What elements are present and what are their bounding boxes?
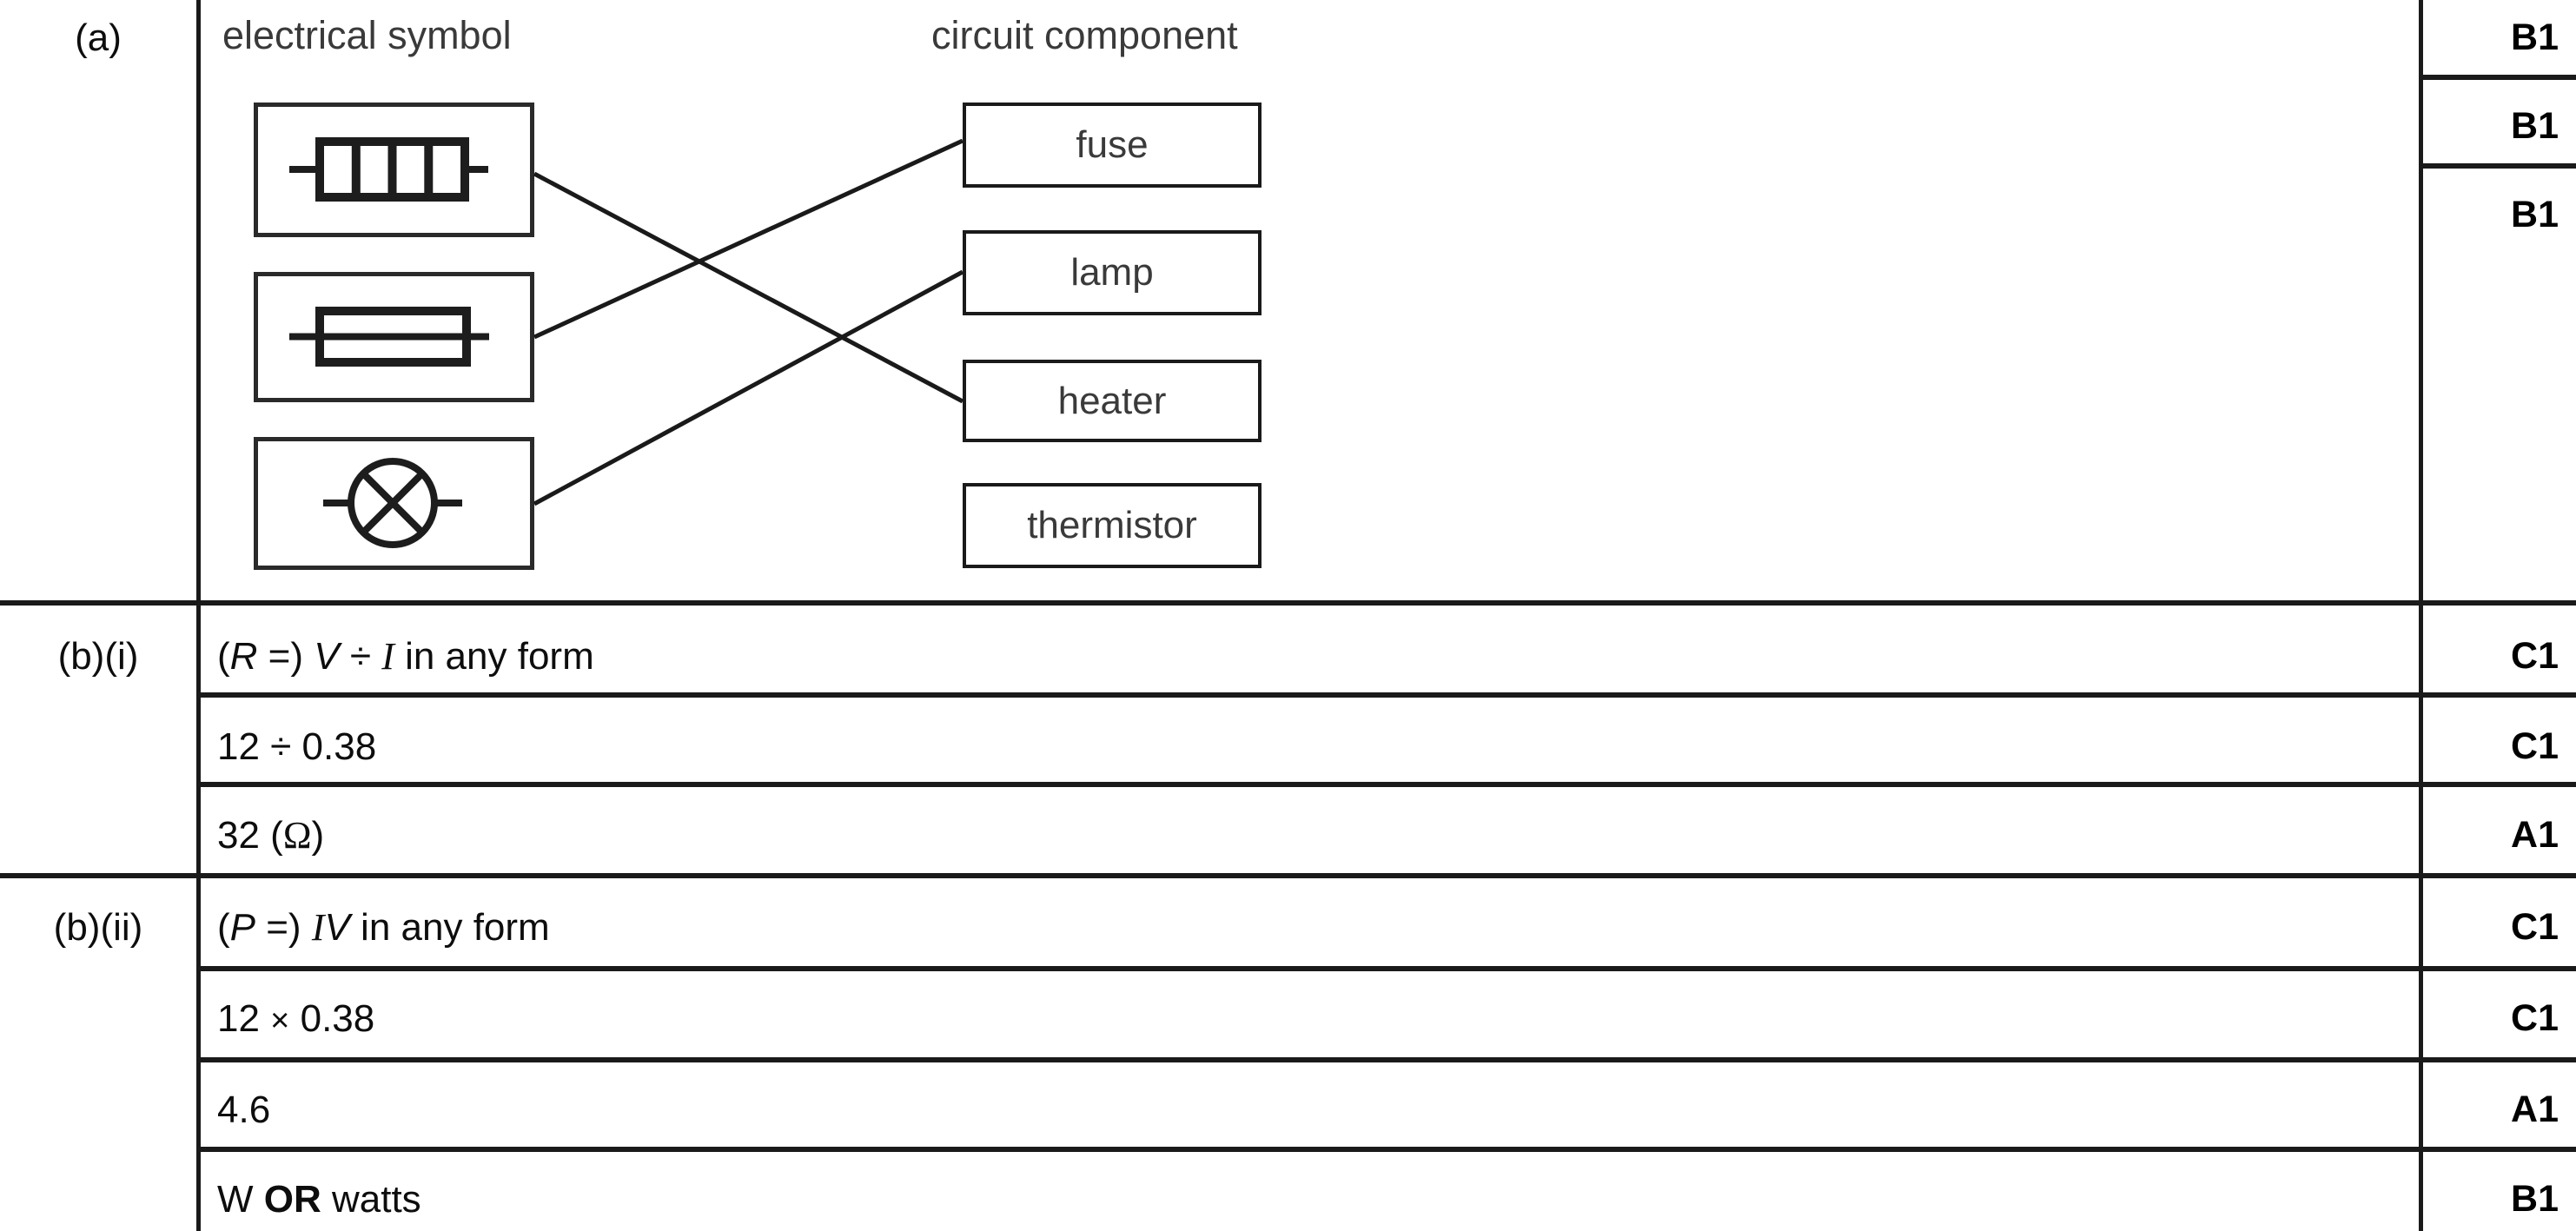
bii-row1-text: (P =) IV in any form: [217, 909, 550, 947]
mark-a-1: B1: [2511, 17, 2559, 58]
match-line-lamp-symbol-to-lamp: [533, 269, 964, 506]
formula-part: =): [257, 635, 315, 678]
row-a-bottom-border: [0, 600, 2576, 606]
mark-bii-2: C1: [2511, 997, 2559, 1039]
formula-part: =): [255, 906, 312, 949]
symbol-column-header: electrical symbol: [222, 13, 512, 57]
component-label-heater: heater: [1057, 379, 1167, 422]
working-value: 12: [217, 997, 271, 1040]
mark-a-3: B1: [2511, 194, 2559, 235]
row-bi-bottom-border: [0, 873, 2576, 878]
matching-diagram: [289, 137, 964, 548]
bi-row3-text: 32 (Ω): [217, 817, 324, 855]
multiply-sign: ×: [270, 1003, 290, 1039]
mark-bii-4: B1: [2511, 1178, 2559, 1220]
component-box-fuse: fuse: [963, 103, 1262, 188]
bii-subdivider-1: [196, 966, 2576, 971]
question-label-bi: (b)(i): [57, 635, 139, 678]
label-column-border: [196, 0, 201, 1231]
mark-bi-2: C1: [2511, 725, 2559, 767]
component-label-thermistor: thermistor: [1027, 504, 1197, 546]
bi-subdivider-2: [196, 782, 2576, 787]
marks-divider-a2: [2419, 163, 2576, 169]
answer-value: ): [311, 814, 325, 857]
or-keyword: OR: [263, 1178, 321, 1221]
symbol-V: V: [324, 906, 350, 949]
symbol-R: R: [229, 635, 258, 678]
component-box-lamp: lamp: [963, 230, 1262, 315]
component-box-heater: heater: [963, 360, 1262, 442]
symbol-P: P: [229, 906, 256, 949]
unit-part: W: [217, 1178, 264, 1221]
bii-subdivider-2: [196, 1057, 2576, 1062]
formula-part: in any form: [394, 635, 594, 678]
match-line-element-to-heater: [533, 171, 964, 404]
working-value: 0.38: [289, 997, 375, 1040]
mark-bi-3: A1: [2511, 814, 2559, 856]
bi-row2-text: 12 ÷ 0.38: [217, 728, 376, 766]
answer-value: 4.6: [217, 1089, 271, 1131]
omega-symbol: Ω: [282, 814, 312, 857]
bi-row1-text: (R =) V ÷ I in any form: [217, 638, 594, 676]
fuse-icon: [289, 307, 489, 367]
lamp-icon: [323, 458, 462, 548]
symbol-I: I: [311, 906, 325, 949]
mark-bii-1: C1: [2511, 906, 2559, 948]
bi-subdivider-1: [196, 692, 2576, 698]
component-column-header: circuit component: [931, 13, 1238, 57]
bii-row4-text: W OR watts: [217, 1181, 421, 1219]
marks-divider-a1: [2419, 75, 2576, 80]
divide-sign: ÷: [339, 635, 382, 678]
formula-part: in any form: [349, 906, 550, 949]
component-box-thermistor: thermistor: [963, 483, 1262, 568]
formula-part: (: [217, 635, 230, 678]
mark-bii-3: A1: [2511, 1089, 2559, 1130]
bii-row2-text: 12 × 0.38: [217, 1000, 374, 1038]
component-label-lamp: lamp: [1070, 251, 1154, 294]
formula-part: (: [217, 906, 230, 949]
question-label-a: (a): [75, 17, 122, 59]
match-line-fuse-symbol-to-fuse: [533, 138, 964, 340]
component-label-fuse: fuse: [1076, 123, 1149, 166]
mark-a-2: B1: [2511, 105, 2559, 147]
unit-part: watts: [321, 1178, 421, 1221]
marks-column-border: [2419, 0, 2423, 1231]
symbol-I: I: [381, 635, 394, 678]
symbol-V: V: [314, 635, 340, 678]
bii-subdivider-3: [196, 1147, 2576, 1152]
heating-element-icon: [289, 137, 488, 202]
question-label-bii: (b)(ii): [53, 906, 143, 949]
mark-bi-1: C1: [2511, 635, 2559, 677]
bii-row3-text: 4.6: [217, 1091, 270, 1129]
answer-value: 32 (: [217, 814, 283, 857]
working-value: 12 ÷ 0.38: [217, 725, 377, 768]
